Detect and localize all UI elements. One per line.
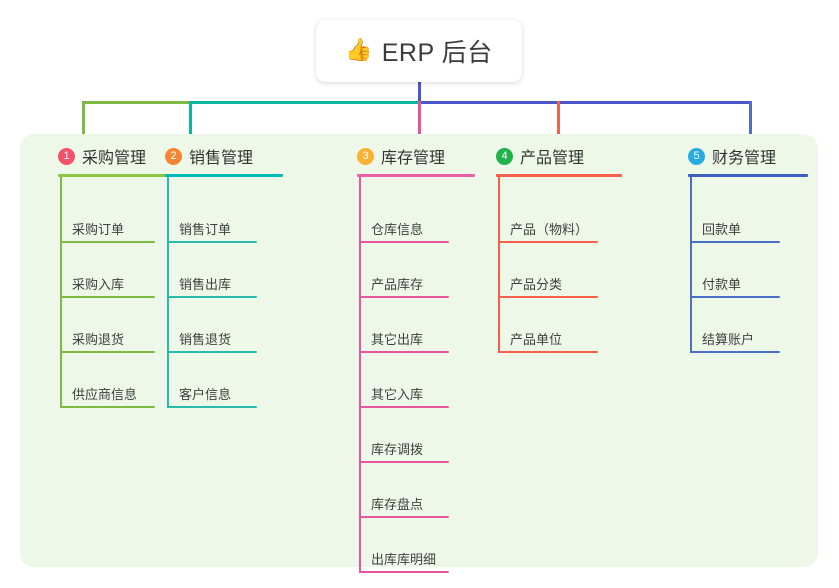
leaf-item[interactable]: 采购退货 <box>72 332 125 347</box>
connector-drop-3 <box>418 101 421 138</box>
leaf-item[interactable]: 库存盘点 <box>371 497 424 512</box>
branch-badge-3: 3 <box>357 147 374 165</box>
leaf-rule <box>498 241 598 243</box>
leaf-rule <box>359 461 449 463</box>
branch-spine-5 <box>690 177 692 353</box>
leaf-rule <box>167 406 257 408</box>
branch-spine-4 <box>498 177 500 353</box>
connector-bus-blue <box>418 101 752 104</box>
branch-rule-2 <box>165 174 283 177</box>
leaf-rule <box>359 296 449 298</box>
branch-header-2[interactable]: 2 销售管理 <box>165 144 253 168</box>
branch-spine-2 <box>167 177 169 408</box>
thumbs-up-icon: 👍 <box>345 38 373 63</box>
branch-title-3: 库存管理 <box>381 150 446 167</box>
leaf-item[interactable]: 供应商信息 <box>72 387 138 402</box>
leaf-item[interactable]: 付款单 <box>702 277 742 292</box>
leaf-rule <box>690 351 780 353</box>
leaf-rule <box>359 351 449 353</box>
branch-title-2: 销售管理 <box>189 150 254 167</box>
leaf-item[interactable]: 产品分类 <box>510 277 563 292</box>
branch-badge-1: 1 <box>58 147 75 165</box>
branch-header-4[interactable]: 4 产品管理 <box>496 144 584 168</box>
branch-spine-3 <box>359 177 361 573</box>
branch-rule-4 <box>496 174 622 177</box>
branch-badge-4: 4 <box>496 147 513 165</box>
leaf-rule <box>498 351 598 353</box>
branch-badge-2: 2 <box>165 147 182 165</box>
leaf-item[interactable]: 采购订单 <box>72 222 125 237</box>
branch-title-5: 财务管理 <box>712 150 777 167</box>
leaf-rule <box>359 406 449 408</box>
branch-badge-5: 5 <box>688 147 705 165</box>
leaf-item[interactable]: 产品库存 <box>371 277 424 292</box>
leaf-item[interactable]: 仓库信息 <box>371 222 424 237</box>
leaf-item[interactable]: 其它出库 <box>371 332 424 347</box>
leaf-rule <box>60 406 155 408</box>
connector-root-stem <box>418 82 421 104</box>
leaf-item[interactable]: 出库库明细 <box>371 552 437 567</box>
connector-drop-4 <box>557 101 560 138</box>
connector-drop-1 <box>82 101 85 138</box>
branch-header-5[interactable]: 5 财务管理 <box>688 144 776 168</box>
leaf-item[interactable]: 库存调拨 <box>371 442 424 457</box>
leaf-rule <box>60 296 155 298</box>
leaf-item[interactable]: 销售出库 <box>179 277 232 292</box>
connector-drop-2 <box>189 101 192 138</box>
connector-drop-5 <box>749 101 752 138</box>
branch-rule-1 <box>58 174 183 177</box>
branch-title-4: 产品管理 <box>520 150 585 167</box>
connector-bus-teal <box>189 101 420 104</box>
leaf-rule <box>690 296 780 298</box>
leaf-rule <box>167 296 257 298</box>
branch-spine-1 <box>60 177 62 408</box>
leaf-rule <box>359 516 449 518</box>
leaf-item[interactable]: 销售退货 <box>179 332 232 347</box>
root-title: ERP 后台 <box>381 39 493 67</box>
leaf-rule <box>498 296 598 298</box>
root-node[interactable]: 👍 ERP 后台 <box>316 20 522 82</box>
branch-rule-3 <box>357 174 475 177</box>
leaf-item[interactable]: 产品（物料） <box>510 222 589 237</box>
leaf-rule <box>359 571 449 573</box>
branch-header-3[interactable]: 3 库存管理 <box>357 144 445 168</box>
leaf-item[interactable]: 产品单位 <box>510 332 563 347</box>
leaf-item[interactable]: 回款单 <box>702 222 742 237</box>
branch-header-1[interactable]: 1 采购管理 <box>58 144 146 168</box>
branch-rule-5 <box>688 174 808 177</box>
leaf-rule <box>167 241 257 243</box>
branch-panel: 1 采购管理采购订单采购入库采购退货供应商信息 2 销售管理销售订单销售出库销售退货客… <box>20 134 818 573</box>
leaf-rule <box>690 241 780 243</box>
leaf-rule <box>167 351 257 353</box>
branch-title-1: 采购管理 <box>82 150 147 167</box>
leaf-rule <box>60 241 155 243</box>
leaf-item[interactable]: 客户信息 <box>179 387 232 402</box>
leaf-item[interactable]: 销售订单 <box>179 222 232 237</box>
leaf-item[interactable]: 采购入库 <box>72 277 125 292</box>
leaf-item[interactable]: 其它入库 <box>371 387 424 402</box>
leaf-item[interactable]: 结算账户 <box>702 332 755 347</box>
leaf-rule <box>359 241 449 243</box>
leaf-rule <box>60 351 155 353</box>
connector-bus-green <box>82 101 190 104</box>
